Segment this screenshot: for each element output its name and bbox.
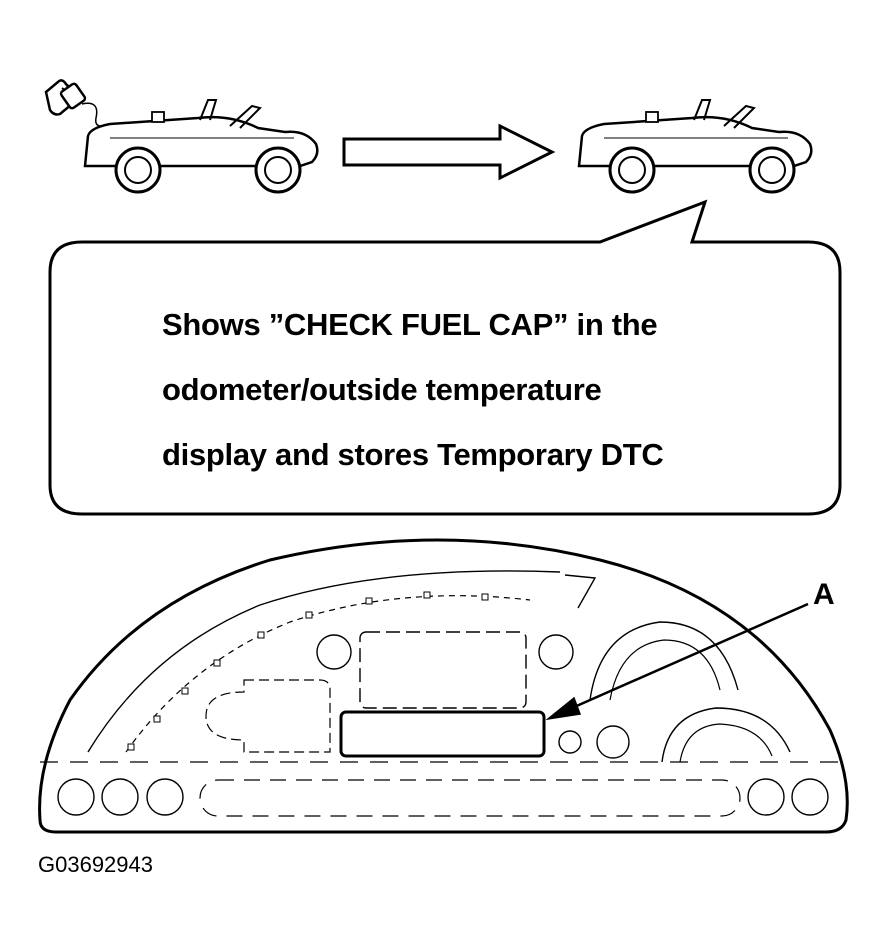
odometer-display — [339, 710, 546, 758]
transition-arrow — [342, 123, 556, 181]
callout-bubble — [48, 199, 842, 516]
callout-line-2: odometer/outside temperature — [162, 372, 602, 407]
instrument-cluster — [38, 538, 849, 834]
car-right-icon — [577, 98, 813, 194]
figure-id: G03692943 — [38, 852, 153, 877]
leader-arrow — [545, 602, 809, 721]
callout-line-3: display and stores Temporary DTC — [162, 437, 664, 472]
callout-label-a: A — [813, 578, 835, 611]
car-left-icon — [83, 98, 319, 194]
callout-line-1: Shows ”CHECK FUEL CAP” in the — [162, 307, 658, 342]
fuel-cap-icon — [44, 79, 107, 128]
callout-text: Shows ”CHECK FUEL CAP” in the odometer/o… — [162, 292, 802, 487]
